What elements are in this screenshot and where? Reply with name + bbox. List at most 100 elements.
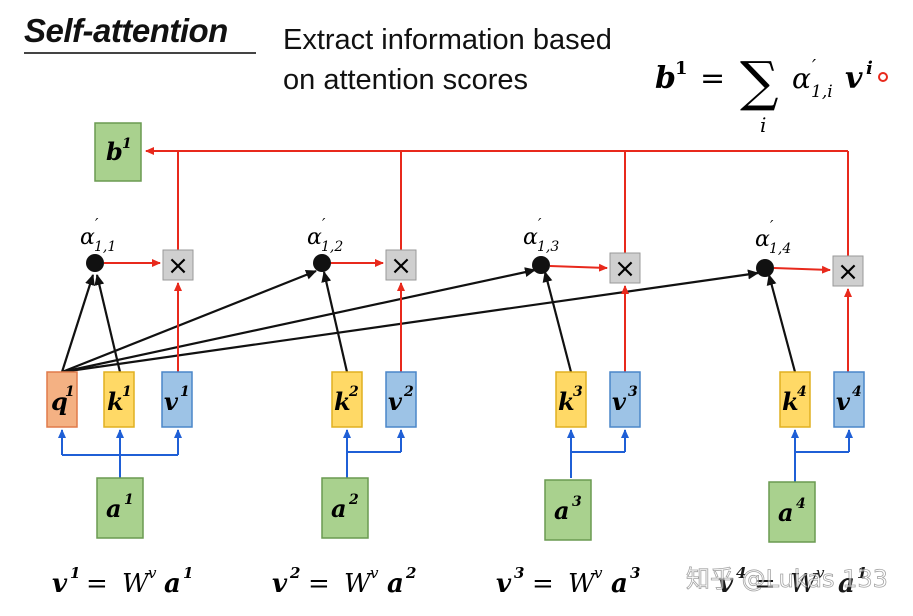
alpha-node-1 [86,254,104,272]
column-2: α ′ 1,2 × k 2 v 2 a 2 [307,215,417,539]
svg-text:1: 1 [70,564,80,582]
k3-base: k [558,387,575,416]
alpha-node-2 [313,254,331,272]
subtitle-line-1: Extract information based [283,24,612,56]
alpha-4-base: α [755,227,770,252]
svg-text:=: = [86,569,108,599]
multiply-2 [385,249,417,281]
multiply-3-symbol: × [614,254,636,284]
formula-alpha: α [792,62,811,95]
k1-base: k [107,387,124,416]
svg-text:v: v [594,564,603,582]
alpha-3-base: α [523,225,538,250]
svg-text:1: 1 [857,564,867,582]
formula-b-sup: 1 [675,58,688,79]
k3-sup: 3 [573,384,583,400]
a2-base: a [331,494,347,523]
equation-3: v 3 = W v a 3 [496,564,640,599]
svg-text:a: a [387,569,404,599]
attention-lines [60,267,797,374]
v4-sup: 4 [852,384,862,400]
v1-base: v [164,387,179,416]
a1-sup: 1 [124,492,134,508]
a3-sup: 3 [572,494,582,510]
output-b1-sup: 1 [122,136,132,152]
equation-1: v 1 = W v a 1 [52,564,193,599]
alpha-2-prime: ′ [322,215,326,233]
k2-sup: 2 [348,384,359,400]
slide-subtitle: Extract information based on attention s… [283,20,612,100]
v2-sup: 2 [403,384,414,400]
v2-box [385,371,417,428]
svg-text:=: = [308,569,330,599]
k3-box [555,371,587,428]
svg-text:=: = [532,569,554,599]
multiply-2-symbol: × [390,251,412,281]
svg-text:W: W [568,569,597,599]
multiply-3 [609,252,641,284]
a3-base: a [554,496,570,525]
multiply-4-symbol: × [837,257,859,287]
alpha-1-sub: 1,1 [94,239,116,255]
alpha-1-base: α [80,225,95,250]
alpha-2-base: α [307,225,322,250]
v3-sup: 3 [628,384,638,400]
pointer-dot [878,72,888,82]
k2-box [331,371,363,428]
v2-base: v [388,387,403,416]
svg-text:a: a [611,569,628,599]
multiply-1 [162,249,194,281]
a1-base: a [106,494,122,523]
a4-sup: 4 [796,496,806,512]
watermark: 知乎 @Lukas 133 [686,565,888,593]
alpha-3-sub: 1,3 [537,239,559,255]
a2-sup: 2 [348,492,359,508]
svg-text:W: W [122,569,151,599]
svg-text:v: v [52,569,68,599]
alpha-node-4 [756,259,774,277]
k1-sup: 1 [122,384,132,400]
column-3: α ′ 1,3 × k 3 v 3 a 3 [523,215,641,541]
a1-box [96,477,144,539]
formula: b 1 = ∑ i α ′ 1,i v i [655,50,888,137]
title-underline [24,52,256,54]
v3-box [609,371,641,428]
svg-text:a: a [838,569,855,599]
multiply-4 [832,255,864,287]
formula-b: b [655,61,676,96]
q1-box [46,371,78,428]
alpha-2-sub: 1,2 [321,239,343,255]
output-b1-box: b 1 [94,122,142,182]
formula-sum: ∑ [740,50,779,113]
alpha-4-prime: ′ [770,217,774,235]
svg-text:=: = [754,569,776,599]
svg-text:1: 1 [183,564,193,582]
svg-text:a: a [164,569,181,599]
svg-text:4: 4 [736,564,746,582]
alpha-1-prime: ′ [95,215,99,233]
sum-connections [145,147,849,257]
v3-base: v [612,387,627,416]
a3-box [544,479,592,541]
alpha-node-3 [532,256,550,274]
svg-text:v: v [496,569,512,599]
q1-base: q [51,387,68,416]
a4-base: a [778,498,794,527]
k4-base: k [782,387,799,416]
value-equations: v 1 = W v a 1 v 2 = W v a 2 v 3 = W v a … [52,564,867,599]
slide-title: Self-attention [24,12,228,49]
k4-sup: 4 [797,384,807,400]
equation-4: v 4 = W v a 1 [718,564,867,599]
svg-text:v: v [272,569,288,599]
svg-text:W: W [344,569,373,599]
equation-2: v 2 = W v a 2 [272,564,416,599]
formula-alpha-sub: 1,i [811,82,833,102]
svg-text:W: W [790,569,819,599]
svg-text:v: v [718,569,734,599]
v1-box [161,371,193,428]
svg-text:2: 2 [289,564,300,582]
k2-base: k [334,387,351,416]
formula-v-sup: i [866,58,873,79]
q1-sup: 1 [65,384,75,400]
